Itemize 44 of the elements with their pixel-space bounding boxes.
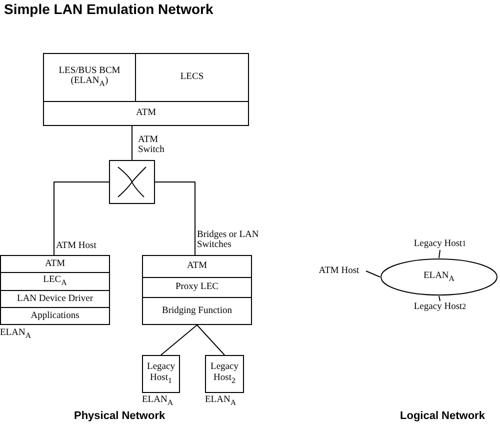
layer-box bbox=[0, 307, 110, 325]
switch-box bbox=[109, 160, 155, 204]
layer-box bbox=[0, 255, 110, 273]
caption-label: ATM Host bbox=[56, 241, 96, 252]
caption-label: ELAN$_{A}$ bbox=[142, 395, 174, 408]
connector-line bbox=[154, 182, 196, 256]
box-label: ATM bbox=[136, 108, 156, 119]
box-label: Applications bbox=[30, 310, 80, 322]
connector-line bbox=[54, 182, 110, 256]
elan-label: ELAN$_{A}$ bbox=[423, 270, 455, 284]
caption-label: ELAN$_{A}$ bbox=[205, 395, 236, 408]
section-label: Logical Network bbox=[400, 410, 485, 422]
layer-box bbox=[0, 290, 110, 308]
box-label: Proxy LEC bbox=[175, 282, 218, 293]
layer-box bbox=[142, 355, 180, 393]
box-label: LECS bbox=[180, 72, 204, 83]
connector-line bbox=[196, 324, 225, 356]
layer-box bbox=[135, 53, 249, 102]
connector-line bbox=[160, 324, 198, 356]
host-label: ATM Host bbox=[312, 265, 366, 277]
connector-line bbox=[366, 270, 380, 278]
switch-label: ATM Switch bbox=[138, 135, 166, 156]
elan-ellipse bbox=[380, 258, 498, 296]
box-label: Legacy Host$_{2}$ bbox=[210, 362, 240, 386]
connector-line bbox=[438, 250, 440, 258]
section-label: Physical Network bbox=[74, 410, 166, 422]
layer-box bbox=[142, 255, 252, 278]
layer-box bbox=[142, 297, 252, 325]
layer-box bbox=[142, 277, 252, 298]
box-label: ATM bbox=[186, 261, 208, 272]
box-label: LES/BUS BCM (ELAN$_{A}$) bbox=[58, 66, 122, 90]
layer-box bbox=[43, 53, 136, 102]
box-label: Legacy Host$_{1}$ bbox=[146, 362, 176, 386]
layer-box bbox=[205, 355, 244, 393]
box-label: Bridging Function bbox=[162, 306, 232, 316]
box-label: ATM bbox=[44, 258, 66, 270]
diagram-title: Simple LAN Emulation Network bbox=[4, 1, 214, 17]
caption-label: Bridges or LAN Switches bbox=[197, 230, 260, 251]
box-label: LAN Device Driver bbox=[17, 294, 93, 304]
box-label: LEC$_{A}$ bbox=[43, 275, 67, 288]
layer-box bbox=[0, 272, 110, 291]
connector-line bbox=[438, 296, 440, 302]
layer-box bbox=[43, 101, 249, 126]
caption-label: ELAN$_{A}$ bbox=[0, 328, 32, 341]
